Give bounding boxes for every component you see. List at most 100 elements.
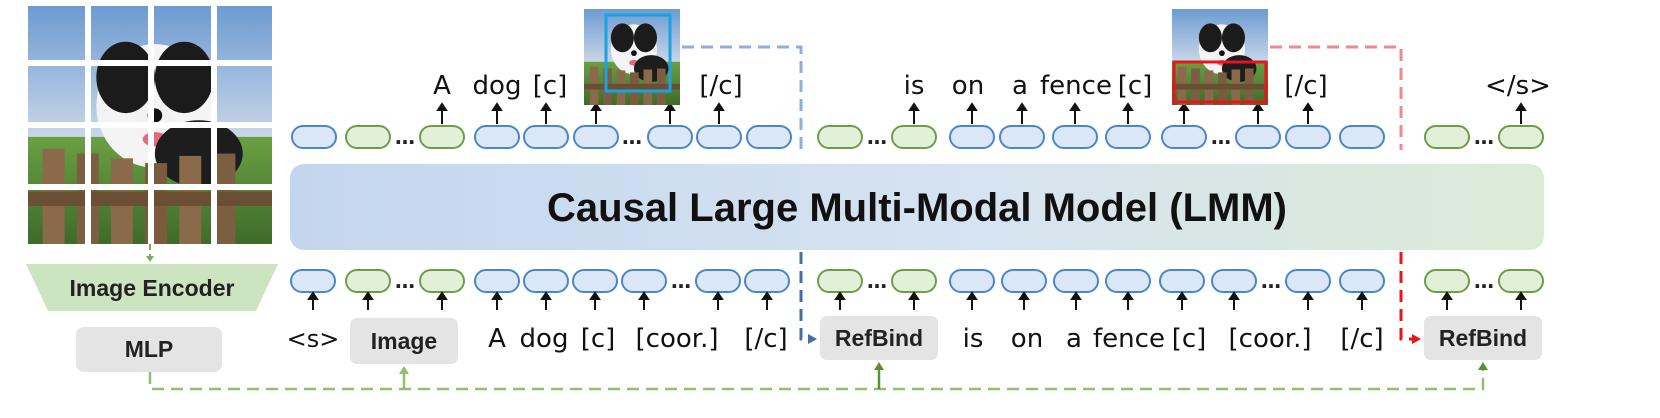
token xyxy=(1105,269,1151,293)
out-A: A xyxy=(433,71,451,101)
refbind-box-2: RefBind xyxy=(1424,316,1542,360)
token xyxy=(572,269,618,293)
token xyxy=(949,269,995,293)
bottom-token-row: … … … … … xyxy=(290,269,1544,293)
in-bos: <s> xyxy=(287,325,340,353)
token xyxy=(647,125,693,149)
token xyxy=(1424,269,1470,293)
token xyxy=(949,125,995,149)
token xyxy=(1105,125,1151,149)
in-dog: dog xyxy=(520,324,569,354)
ellipsis: … xyxy=(622,125,642,149)
ellipsis: … xyxy=(867,125,887,149)
token xyxy=(891,125,937,149)
bottom-input-arrows xyxy=(307,291,1527,310)
ellipsis: … xyxy=(1474,125,1494,149)
lmm-title: Causal Large Multi-Modal Model (LMM) xyxy=(547,186,1287,230)
ellipsis: … xyxy=(395,125,415,149)
token xyxy=(523,269,569,293)
token xyxy=(1498,125,1544,149)
token xyxy=(744,269,790,293)
blue-arrowhead xyxy=(808,334,817,344)
token xyxy=(1498,269,1544,293)
out-eos: </s> xyxy=(1485,71,1551,101)
refbind-label-2: RefBind xyxy=(1439,325,1527,351)
token xyxy=(1161,125,1207,149)
in-fence: fence xyxy=(1093,324,1165,354)
token xyxy=(1211,269,1257,293)
blue-dashed-connector xyxy=(682,45,810,341)
ellipsis: … xyxy=(1211,125,1231,149)
top-token-row: … … … … … xyxy=(291,125,1544,149)
grounded-thumbnail-dog xyxy=(584,9,680,105)
token xyxy=(891,269,937,293)
image-patch-grid xyxy=(28,6,272,244)
token xyxy=(1285,269,1331,293)
bottom-input-words: <s> A dog [c] [coor.] [/c] is on a fence… xyxy=(287,324,1384,354)
token xyxy=(746,125,792,149)
refbind-label-1: RefBind xyxy=(835,325,923,351)
ellipsis: … xyxy=(671,269,691,293)
token xyxy=(621,269,667,293)
token xyxy=(1001,269,1047,293)
in-coor-2: [coor.] xyxy=(1229,324,1312,354)
mlp-block: MLP xyxy=(76,327,222,372)
ellipsis: … xyxy=(395,269,415,293)
token xyxy=(1053,269,1099,293)
image-encoder: Image Encoder xyxy=(26,264,278,311)
image-input-label: Image xyxy=(371,328,437,354)
in-a: a xyxy=(1066,324,1082,354)
top-output-words: A dog [c] [/c] is on a fence [c] [/c] </… xyxy=(433,71,1551,101)
lmm-block: Causal Large Multi-Modal Model (LMM) xyxy=(290,164,1544,250)
token xyxy=(290,269,336,293)
token xyxy=(1159,269,1205,293)
token xyxy=(1424,125,1470,149)
ellipsis: … xyxy=(1261,269,1281,293)
token xyxy=(345,125,391,149)
token xyxy=(817,269,863,293)
out-a: a xyxy=(1012,71,1028,101)
out-c-close-1: [/c] xyxy=(699,71,742,101)
token xyxy=(696,125,742,149)
in-on: on xyxy=(1011,324,1043,354)
in-c-open-1: [c] xyxy=(581,324,616,354)
red-arrowhead xyxy=(1412,334,1421,344)
image-encoder-label: Image Encoder xyxy=(70,275,235,301)
token xyxy=(817,125,863,149)
in-c-close-1: [/c] xyxy=(744,324,787,354)
refbind-box-1: RefBind xyxy=(820,316,938,360)
in-A: A xyxy=(488,324,506,354)
green-dashed-bus xyxy=(148,368,1485,391)
token xyxy=(419,125,465,149)
out-c-close-2: [/c] xyxy=(1284,71,1327,101)
out-dog: dog xyxy=(473,71,522,101)
in-coor-1: [coor.] xyxy=(636,324,719,354)
out-c-open-1: [c] xyxy=(533,71,568,101)
token xyxy=(523,125,569,149)
token xyxy=(1235,125,1281,149)
ellipsis: … xyxy=(867,269,887,293)
token xyxy=(573,125,619,149)
image-input-box: Image xyxy=(350,318,458,364)
token xyxy=(1339,269,1385,293)
token xyxy=(345,269,391,293)
grounded-thumbnail-fence xyxy=(1172,9,1268,105)
token xyxy=(1052,125,1098,149)
token xyxy=(1285,125,1331,149)
red-dashed-connector xyxy=(1270,45,1414,341)
in-c-open-2: [c] xyxy=(1172,324,1207,354)
mlp-label: MLP xyxy=(125,336,174,362)
token xyxy=(419,269,465,293)
out-fence: fence xyxy=(1040,71,1112,101)
token xyxy=(474,125,520,149)
out-c-open-2: [c] xyxy=(1118,71,1153,101)
token xyxy=(695,269,741,293)
out-is: is xyxy=(904,71,925,101)
ellipsis: … xyxy=(1474,269,1494,293)
token xyxy=(999,125,1045,149)
top-output-arrows xyxy=(436,102,1527,124)
token xyxy=(474,269,520,293)
token xyxy=(291,125,337,149)
token xyxy=(1339,125,1385,149)
